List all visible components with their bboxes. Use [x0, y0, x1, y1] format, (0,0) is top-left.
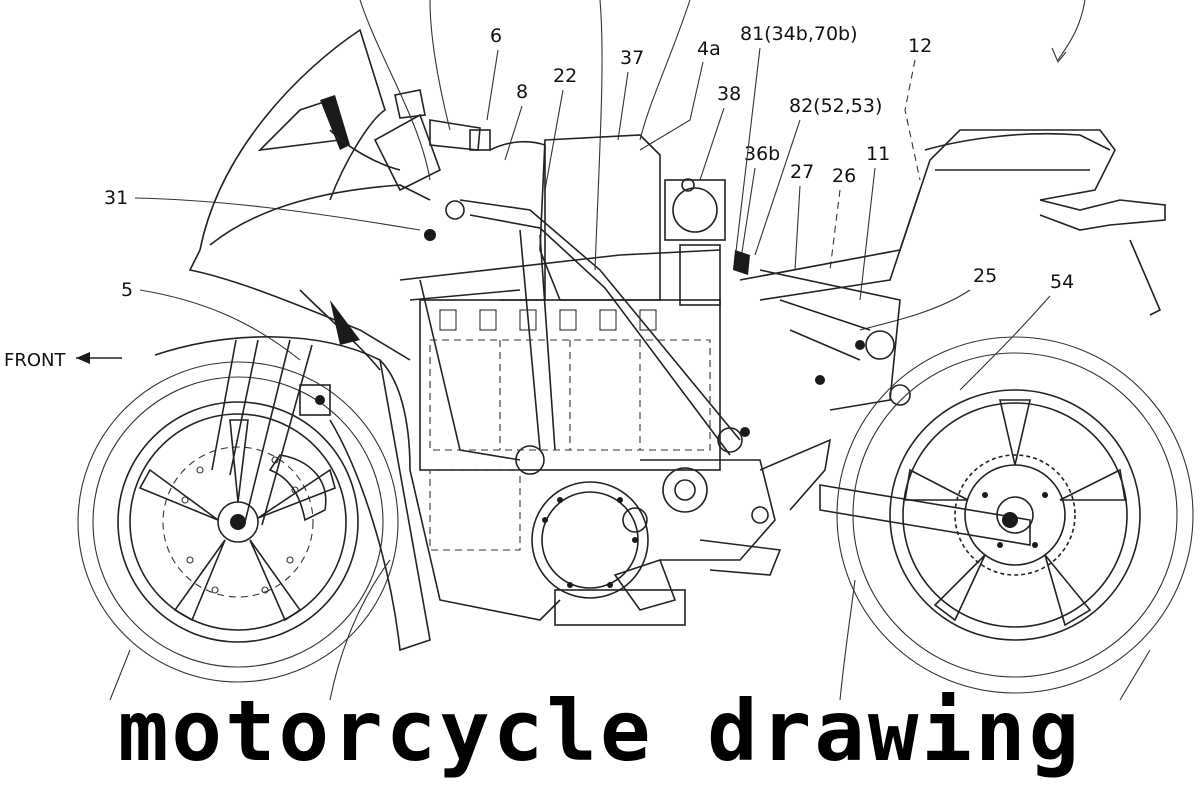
- front-fork: [211, 339, 331, 526]
- drive-cluster: [640, 438, 832, 576]
- label-31: 31: [104, 187, 128, 209]
- frame: [399, 199, 750, 475]
- electric-motor: [531, 481, 686, 626]
- handlebar-assembly: [329, 89, 491, 192]
- label-4a: 4a: [697, 38, 721, 60]
- label-6: 6: [490, 25, 502, 47]
- front-fairing: [154, 28, 561, 652]
- swing-arm: [819, 484, 1031, 546]
- label-37: 37: [620, 47, 644, 69]
- label-27: 27: [790, 161, 814, 183]
- label-54: 54: [1050, 271, 1074, 293]
- upper-module: [489, 134, 726, 306]
- reference-labels: 6 22 37 4a 81(34b,70b) 12 8 38 82(52,53)…: [104, 23, 1074, 301]
- caption-title: motorcycle drawing: [117, 682, 1083, 780]
- rear-subframe: [733, 129, 1166, 411]
- front-direction-arrow: FRONT: [4, 350, 122, 371]
- label-11: 11: [866, 143, 890, 165]
- front-label: FRONT: [4, 350, 66, 371]
- label-8: 8: [516, 81, 528, 103]
- front-wheel: [77, 361, 399, 683]
- leader-lines: [134, 0, 1086, 391]
- body-contour-lines: [109, 0, 1151, 701]
- label-22: 22: [553, 65, 577, 87]
- label-38: 38: [717, 83, 741, 105]
- label-81: 81(34b,70b): [740, 23, 858, 45]
- battery-pack: [419, 299, 721, 551]
- label-82: 82(52,53): [789, 95, 882, 117]
- label-12: 12: [908, 35, 932, 57]
- label-26: 26: [832, 165, 856, 187]
- label-25: 25: [973, 265, 997, 287]
- label-36b: 36b: [744, 143, 780, 165]
- label-5: 5: [121, 279, 133, 301]
- rear-wheel: [836, 336, 1194, 694]
